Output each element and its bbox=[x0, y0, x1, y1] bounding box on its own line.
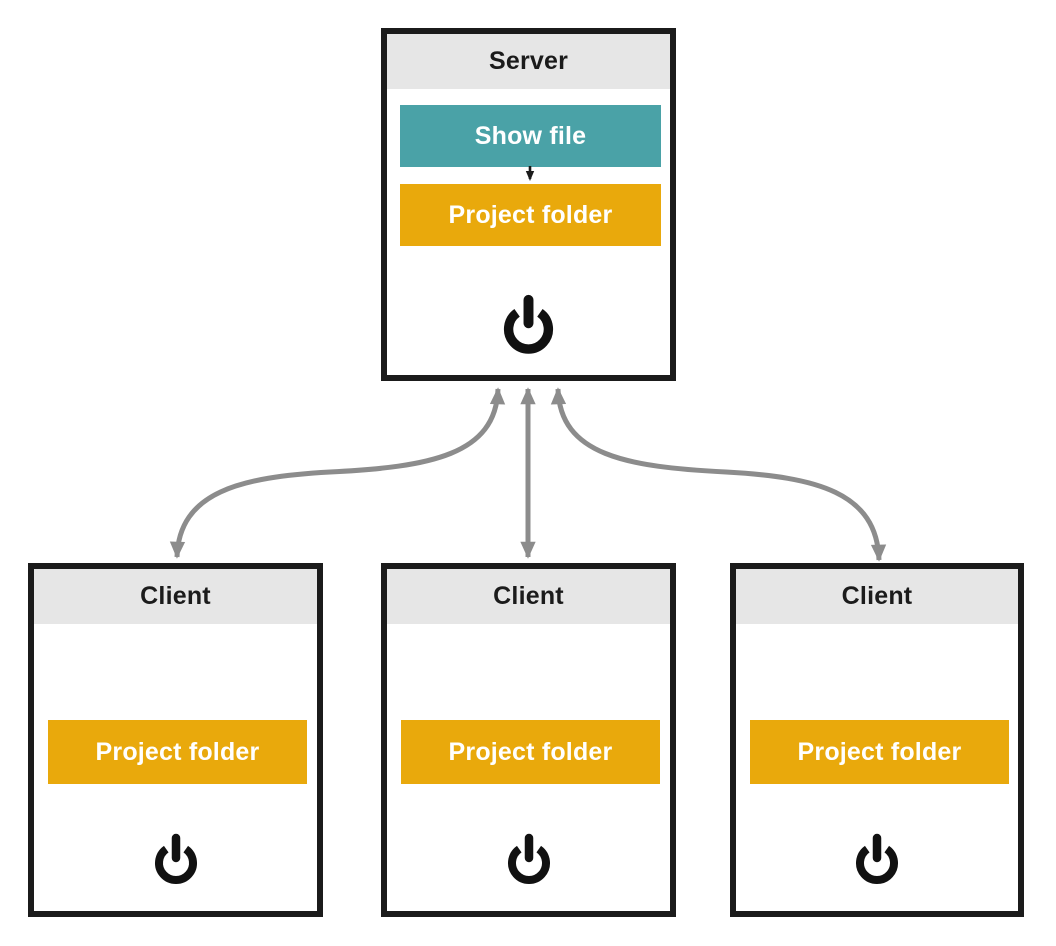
client-project-folder-button[interactable]: Project folder bbox=[48, 720, 307, 784]
server-client1-arrow bbox=[169, 387, 506, 559]
client-power-icon[interactable] bbox=[736, 831, 1018, 887]
client-project-folder-button[interactable]: Project folder bbox=[750, 720, 1009, 784]
client-project-folder-button[interactable]: Project folder bbox=[401, 720, 660, 784]
client-power-icon[interactable] bbox=[34, 831, 317, 887]
show-file-button[interactable]: Show file bbox=[400, 105, 661, 167]
server-title: Server bbox=[387, 34, 670, 89]
server-power-icon[interactable] bbox=[387, 293, 670, 357]
server-project-folder-button[interactable]: Project folder bbox=[400, 184, 661, 246]
client-title: Client bbox=[736, 569, 1018, 624]
client-box-3: Client Project folder bbox=[730, 563, 1024, 917]
client-title: Client bbox=[387, 569, 670, 624]
client-box-2: Client Project folder bbox=[381, 563, 676, 917]
client-title: Client bbox=[34, 569, 317, 624]
client-power-icon[interactable] bbox=[387, 831, 670, 887]
server-box: Server Show file Project folder bbox=[381, 28, 676, 381]
server-client3-arrow bbox=[550, 387, 887, 562]
client-box-1: Client Project folder bbox=[28, 563, 323, 917]
